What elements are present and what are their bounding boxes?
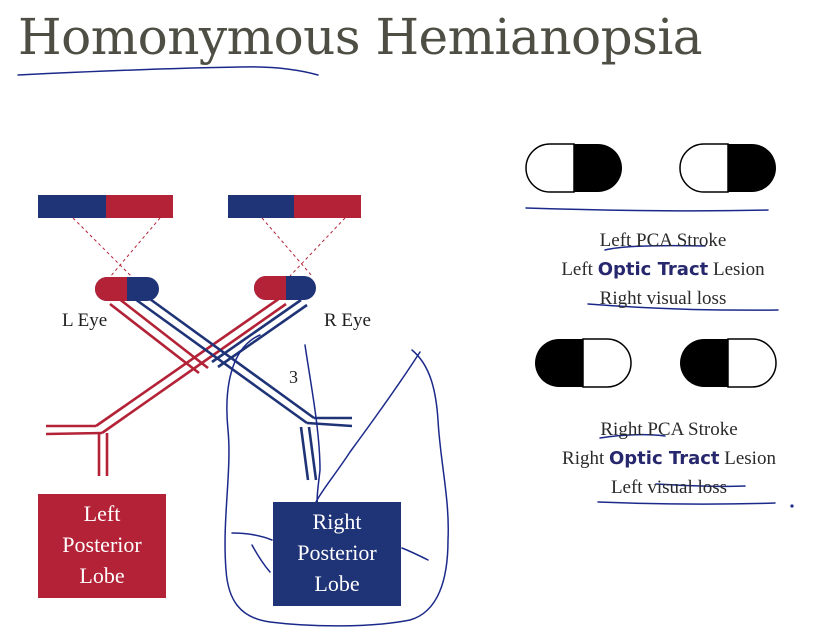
visual-field-icons-case2 xyxy=(535,338,777,388)
lobe-label-line: Posterior xyxy=(62,532,142,557)
lobe-label-line: Posterior xyxy=(297,540,377,565)
case1-line2-suffix: Lesion xyxy=(708,259,765,280)
case2-line3: Left visual loss xyxy=(610,477,728,498)
left-visual-field-bar xyxy=(38,195,173,218)
case2-line2: Right Optic Tract Lesion xyxy=(519,444,819,473)
case1-caption: Left PCA Stroke Left Optic Tract Lesion … xyxy=(513,226,813,313)
annotation-number: 3 xyxy=(289,367,298,387)
case1-line2-bold: Optic Tract xyxy=(597,259,709,280)
case1-line1: Left PCA Stroke xyxy=(599,230,727,251)
left-eye-field-icon xyxy=(535,338,632,388)
lobe-label-line: Left xyxy=(83,501,121,526)
right-optic-tract-navy xyxy=(134,292,353,481)
case2-line2-suffix: Lesion xyxy=(719,448,776,469)
case1-line3: Right visual loss xyxy=(599,288,727,309)
right-visual-field-bar xyxy=(228,195,361,218)
right-eye-field-icon xyxy=(679,143,776,193)
right-eye xyxy=(254,276,316,300)
right-posterior-lobe: Right Posterior Lobe xyxy=(273,502,401,606)
left-optic-tract-red xyxy=(45,296,287,476)
case2-line2-prefix: Right xyxy=(562,448,609,469)
slide-title: Homonymous Hemianopsia xyxy=(18,8,703,66)
lobe-label-line: Lobe xyxy=(79,563,125,588)
annotation-dot xyxy=(790,504,794,508)
projection-lines xyxy=(72,217,346,278)
left-eye-field-icon xyxy=(525,143,622,193)
lobe-label-line: Right xyxy=(312,509,362,534)
case2-line1: Right PCA Stroke xyxy=(600,419,738,440)
case2-line2-bold: Optic Tract xyxy=(609,448,720,469)
right-eye-field-icon xyxy=(680,338,777,388)
left-posterior-lobe: Left Posterior Lobe xyxy=(38,494,166,598)
lobe-label-line: Lobe xyxy=(314,571,360,596)
right-eye-label: R Eye xyxy=(324,310,371,331)
handwritten-annotations xyxy=(17,66,779,627)
left-eye-label: L Eye xyxy=(62,310,108,331)
case1-line2-prefix: Left xyxy=(561,259,598,280)
case2-caption: Right PCA Stroke Right Optic Tract Lesio… xyxy=(519,415,819,502)
case1-line2: Left Optic Tract Lesion xyxy=(513,255,813,284)
visual-field-icons-case1 xyxy=(525,143,776,193)
